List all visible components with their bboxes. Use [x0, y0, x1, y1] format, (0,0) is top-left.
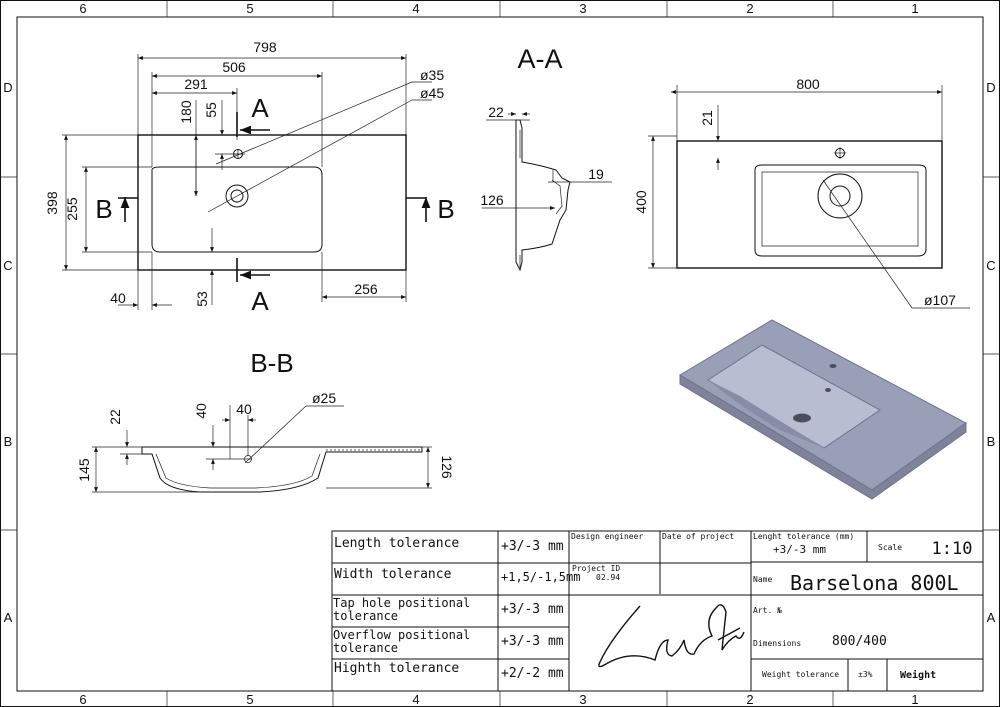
bb-dim-rim: 22: [107, 409, 123, 425]
bottom-column-5: 5: [246, 692, 253, 707]
weight-tol-value: ±3%: [858, 670, 873, 679]
bottom-column-3: 3: [579, 692, 586, 707]
aa-dim-rim: 22: [488, 104, 504, 120]
row-D-left: D: [3, 80, 12, 95]
section-mark-b-right: B: [437, 194, 454, 224]
tol-overflow-value: +3/-3 mm: [501, 634, 564, 649]
dim-depth: 398: [44, 191, 60, 215]
top-column-6: 6: [79, 1, 86, 16]
row-C-left: C: [3, 258, 12, 273]
bottom-column-4: 4: [412, 692, 419, 707]
section-aa-title: A-A: [517, 44, 562, 74]
aa-dim-drain: 19: [588, 166, 604, 182]
row-C-right: C: [986, 258, 995, 273]
tol-height-label: Highth tolerance: [334, 661, 459, 676]
name-label: Name: [753, 575, 772, 584]
bottom-column-6: 6: [79, 692, 86, 707]
scale-label: Scale: [878, 543, 902, 552]
side-view: 800 21 400 ø107: [633, 76, 970, 309]
dim-bowl-depth: 255: [64, 197, 80, 221]
art-label: Art. №: [753, 606, 782, 615]
dim-bowl-width: 506: [222, 59, 246, 75]
tol-height-value: +2/-2 mm: [501, 666, 564, 681]
top-column-4: 4: [412, 1, 419, 16]
length-tol-label: Lenght tolerance (mm): [753, 532, 854, 541]
dim-to-tap: 180: [178, 100, 194, 124]
dimensions-value: 800/400: [832, 634, 887, 649]
side-dim-width: 800: [796, 76, 820, 92]
design-engineer-label: Design engineer: [571, 532, 643, 541]
date-label: Date of project: [662, 532, 734, 541]
drain-inner-circle-side: [829, 185, 851, 207]
top-column-2: 2: [746, 1, 753, 16]
tol-tap-value: +3/-3 mm: [501, 602, 564, 617]
top-column-5: 5: [246, 1, 253, 16]
bb-dim-hole-dia: ø25: [312, 390, 336, 406]
row-A-right: A: [987, 610, 996, 625]
section-aa-view: A-A 22 126 19: [480, 44, 612, 272]
side-dim-drain-dia: ø107: [924, 292, 956, 308]
section-mark-a-top: A: [251, 93, 269, 123]
tol-width-label: Width tolerance: [334, 567, 452, 582]
row-D-right: D: [986, 80, 995, 95]
title-block: Length tolerance Width tolerance Highth …: [331, 530, 984, 692]
length-tol-value: +3/-3 mm: [773, 543, 826, 556]
dimensions-label: Dimensions: [753, 639, 801, 648]
weight-label: Weight: [900, 669, 936, 681]
bottom-column-1: 1: [911, 692, 918, 707]
drain-outer-circle: [225, 184, 249, 208]
bb-dim-depth: 126: [439, 455, 455, 479]
section-mark-b-left: B: [95, 194, 112, 224]
project-id-value: 02.94: [596, 573, 620, 582]
bb-dim-hole-w: 40: [236, 401, 252, 417]
top-view: 798 506 291 180 55 398 255 40 53 256 ø35…: [44, 39, 455, 316]
aa-dim-depth: 126: [480, 192, 504, 208]
dim-left-margin: 40: [110, 290, 126, 306]
tol-length-label: Length tolerance: [334, 536, 459, 551]
bottom-column-2: 2: [746, 692, 753, 707]
dim-tap-offset: 55: [203, 102, 219, 118]
row-A-left: A: [4, 610, 13, 625]
side-dim-depth: 400: [633, 190, 649, 214]
dim-tap-dia: ø35: [420, 67, 444, 83]
drain-inner-circle: [230, 189, 244, 203]
scale-value: 1:10: [932, 539, 973, 559]
section-bb-view: B-B 22 145 126 40 40: [76, 348, 455, 493]
section-bb-title: B-B: [250, 348, 293, 378]
row-B-right: B: [987, 434, 996, 449]
section-mark-a-bottom: A: [251, 286, 269, 316]
lunart-signature-logo: [598, 604, 745, 668]
tol-width-value: +1,5/-1,5mm: [501, 570, 580, 584]
tol-tap-label: Tap hole positional tolerance: [333, 596, 471, 623]
name-value: Barselona 800L: [790, 571, 959, 595]
dim-to-hole: 291: [184, 76, 208, 92]
bb-dim-total: 145: [76, 458, 92, 482]
tol-length-value: +3/-3 mm: [501, 539, 564, 554]
tol-overflow-label: Overflow positional tolerance: [333, 628, 471, 655]
dim-overall-width: 798: [253, 39, 277, 55]
top-column-3: 3: [579, 1, 586, 16]
dim-overflow-dia: ø45: [420, 85, 444, 101]
weight-tol-label: Weight tolerance: [762, 670, 839, 679]
row-B-left: B: [4, 434, 13, 449]
dim-front-margin: 53: [194, 291, 210, 307]
sink-3d-render: [679, 319, 967, 500]
dim-right-margin: 256: [354, 281, 378, 297]
project-id-label: Project ID: [572, 564, 620, 573]
side-dim-offset: 21: [699, 110, 715, 126]
drain-outer-circle-side: [817, 173, 863, 219]
bb-dim-hole-h: 40: [193, 403, 209, 419]
top-column-1: 1: [911, 1, 918, 16]
